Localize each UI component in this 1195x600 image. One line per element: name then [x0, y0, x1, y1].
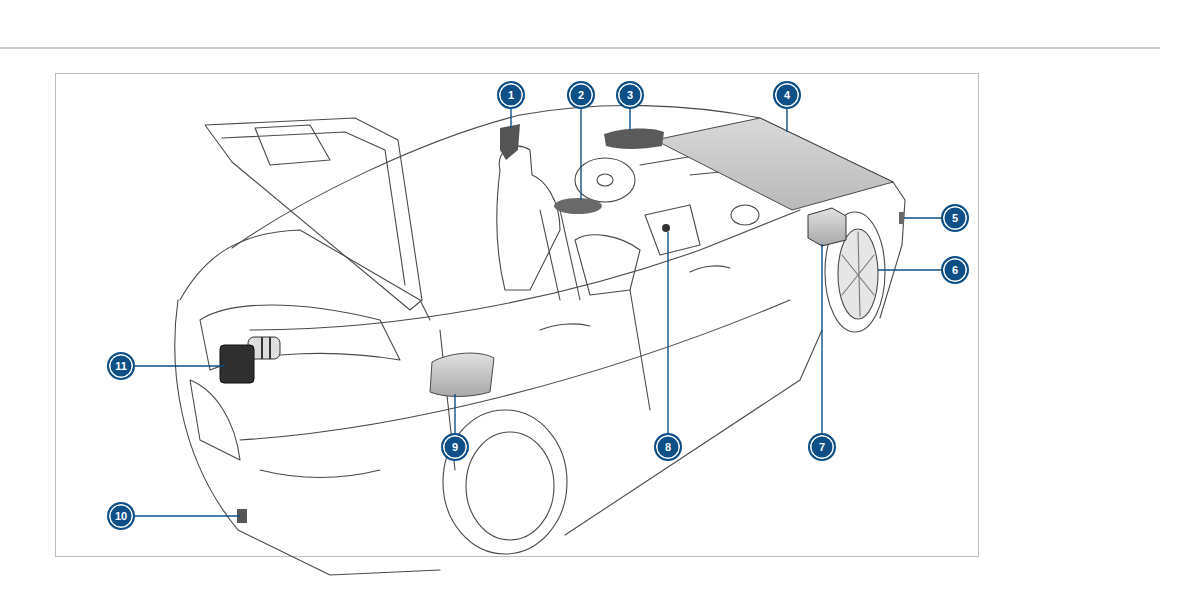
- leader-line: [580, 108, 581, 200]
- leader-line: [786, 108, 787, 132]
- door-handle: [690, 266, 730, 272]
- bumper-line: [260, 470, 380, 478]
- leader-line: [510, 108, 511, 128]
- leader-line: [134, 515, 240, 516]
- rear-wheel-arch: [443, 410, 567, 554]
- leader-line: [454, 394, 455, 434]
- part-9: [430, 353, 494, 396]
- character-line: [240, 300, 790, 440]
- front-body: [880, 182, 905, 318]
- part-8: [662, 224, 670, 232]
- part-5: [899, 212, 904, 224]
- roof-line: [232, 105, 893, 248]
- center-console: [645, 205, 700, 255]
- leader-line: [878, 269, 942, 270]
- rear-wheel: [466, 432, 554, 540]
- callout-number: 1: [497, 81, 525, 109]
- belt-line: [250, 210, 800, 330]
- cylinder-bands: [262, 337, 270, 359]
- door-handle: [540, 324, 590, 330]
- header-rule: [0, 47, 1160, 48]
- part-7: [808, 208, 846, 246]
- callout-number: 6: [941, 256, 969, 284]
- leader-line: [904, 217, 942, 218]
- callout-number: 11: [107, 352, 135, 380]
- callout-number: 9: [441, 433, 469, 461]
- windshield: [655, 118, 893, 210]
- part-3: [604, 128, 664, 149]
- compressor-box: [220, 345, 254, 383]
- steering-wheel: [575, 158, 635, 202]
- leader-lines: [134, 108, 942, 516]
- callout-number: 7: [808, 433, 836, 461]
- part-11: [220, 337, 280, 383]
- callout-number: 2: [567, 81, 595, 109]
- trunk-lid: [205, 118, 422, 310]
- seat: [497, 146, 560, 290]
- leader-line: [134, 365, 225, 366]
- air-vent: [731, 205, 759, 225]
- seat: [575, 235, 640, 295]
- wheel-spokes: [842, 232, 874, 316]
- car-outline: [175, 105, 905, 575]
- door-seam: [630, 290, 650, 410]
- callout-number: 3: [616, 81, 644, 109]
- part-2: [554, 198, 602, 214]
- part-1: [500, 124, 520, 160]
- callout-number: 4: [773, 81, 801, 109]
- rear-window: [255, 125, 330, 165]
- leader-line: [629, 108, 630, 130]
- callout-number: 10: [107, 502, 135, 530]
- leader-line: [667, 232, 668, 434]
- leader-line: [821, 244, 822, 434]
- callout-number: 5: [941, 204, 969, 232]
- callout-number: 8: [654, 433, 682, 461]
- rear-body: [175, 300, 440, 575]
- tail-light: [190, 380, 240, 460]
- steering-hub: [597, 174, 613, 186]
- trunk-lid-inner: [222, 132, 405, 285]
- frame: [56, 74, 979, 557]
- side-sill: [565, 330, 822, 535]
- front-wheel: [838, 229, 878, 319]
